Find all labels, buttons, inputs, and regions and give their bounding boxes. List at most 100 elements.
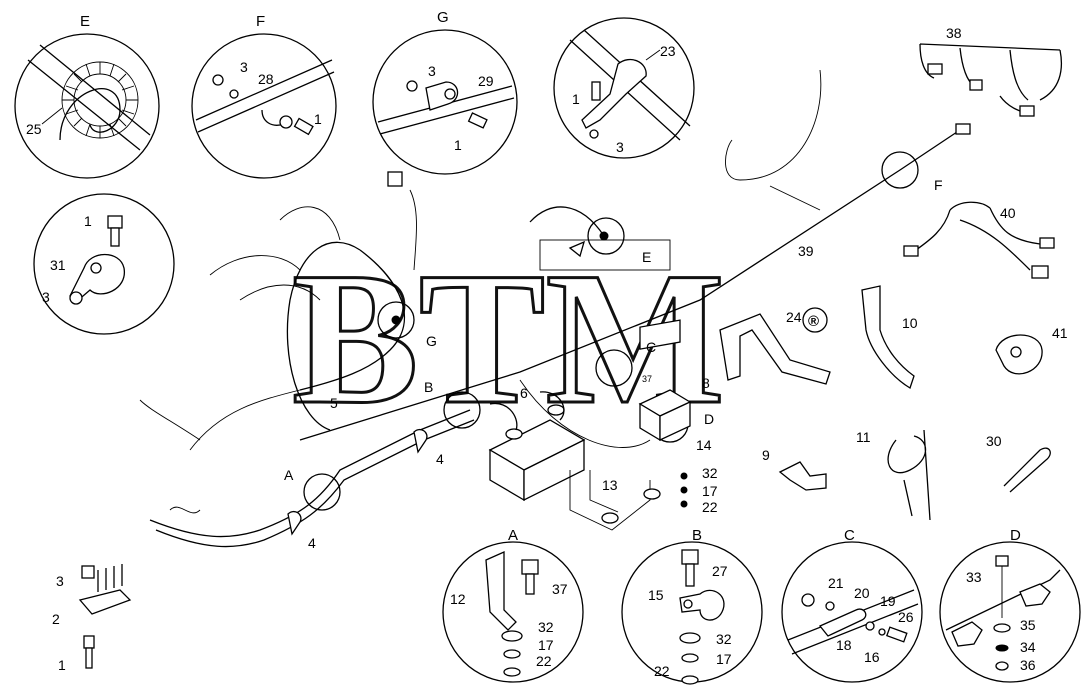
harness-end-connector — [955, 123, 971, 135]
detail-view-c: C 21 20 19 18 26 16 — [781, 527, 923, 683]
callout-16: 16 — [864, 649, 880, 665]
fuse-terminals — [97, 564, 123, 592]
locator-letter-c: C — [646, 339, 656, 355]
callout-33: 33 — [966, 569, 982, 585]
harness-sensor-connector — [387, 171, 403, 187]
detail-label-c: C — [844, 527, 855, 544]
locator-letter-a: A — [284, 467, 294, 483]
callout-40: 40 — [1000, 205, 1016, 221]
harness-left-bundle-2 — [299, 249, 406, 391]
locator-letter-g: G — [426, 333, 437, 349]
detail-a-bolt-shank — [525, 573, 535, 595]
callout-1-g: 1 — [454, 137, 462, 153]
detail-g-circle — [372, 29, 518, 175]
harness-left-wires-2 — [189, 206, 341, 451]
detail-label-g: G — [437, 9, 449, 26]
callout-14: 14 — [696, 437, 712, 453]
fuse-bracket-bolt-shank — [85, 647, 93, 669]
detail-view-a: A 12 37 32 17 22 — [442, 527, 584, 683]
callout-29: 29 — [478, 73, 494, 89]
part-9-shape — [778, 461, 827, 491]
callout-36: 36 — [1020, 657, 1036, 673]
callout-38: 38 — [946, 25, 962, 41]
detail-b-bolt-head — [681, 549, 699, 565]
locator-letter-d: D — [704, 411, 714, 427]
callout-3-i: 3 — [42, 289, 50, 305]
callout-8: 8 — [702, 375, 710, 391]
detail-d-circle — [939, 541, 1081, 683]
part-10-bracket: 10 — [861, 285, 918, 389]
detail-c-circle — [781, 541, 923, 683]
harness-tail — [169, 506, 201, 514]
callout-1-i: 1 — [84, 213, 92, 229]
detail-31-nut — [69, 291, 83, 305]
locator-letter-e: E — [642, 249, 651, 265]
callout-13: 13 — [602, 477, 618, 493]
detail-23-circle — [553, 17, 695, 159]
callout-27: 27 — [712, 563, 728, 579]
harness-left-wires — [139, 255, 321, 441]
detail-f-bolt — [293, 117, 314, 136]
part-30-u-clip: 30 — [986, 433, 1051, 493]
callout-24: 24 — [786, 309, 802, 325]
part-38-harness: 38 — [919, 25, 1063, 117]
detail-view-clamp-23: 23 1 3 — [553, 17, 695, 159]
relay-harness — [519, 379, 651, 448]
detail-label-a: A — [508, 527, 518, 544]
detail-d-bolt-head — [995, 555, 1009, 567]
callout-21: 21 — [828, 575, 844, 591]
detail-view-b: B 15 27 32 17 22 — [621, 527, 763, 685]
detail-23-clamp — [581, 59, 647, 129]
detail-c-bracket — [818, 608, 867, 637]
callout-1-h: 1 — [572, 91, 580, 107]
callout-11: 11 — [856, 429, 871, 445]
detail-23-nut — [589, 129, 599, 139]
detail-31-bolt-head — [107, 215, 123, 229]
harness-lower-run — [149, 409, 471, 538]
detail-f-washer — [229, 89, 239, 99]
fuse-bracket-bolt-head — [83, 635, 95, 649]
detail-b-clamp — [679, 589, 725, 621]
callout-32-main: 32 — [702, 465, 718, 481]
callout-4-lower: 4 — [308, 535, 316, 551]
harness-sensor-lead — [409, 189, 417, 271]
detail-e-grommet — [61, 61, 139, 139]
callout-22-b: 22 — [654, 663, 670, 679]
callout-22-a: 22 — [536, 653, 552, 669]
part-11-shape — [887, 429, 931, 521]
detail-label-f: F — [256, 13, 265, 30]
callout-19: 19 — [880, 593, 896, 609]
detail-label-e: E — [80, 13, 90, 30]
callout-17-b: 17 — [716, 651, 732, 667]
callout-37-main: 37 — [642, 374, 652, 384]
harness-branch-39 — [769, 185, 821, 211]
harness-e-branch — [529, 206, 605, 237]
locator-f — [881, 151, 919, 189]
callout-2: 2 — [52, 611, 60, 627]
callout-17-a: 17 — [538, 637, 554, 653]
callout-3-h: 3 — [616, 139, 624, 155]
locator-g — [377, 301, 415, 339]
detail-view-f: F 3 28 1 — [191, 13, 337, 179]
detail-d-relay-foot-left — [951, 621, 983, 647]
harness-trunk — [299, 129, 961, 441]
detail-b-bolt-shank — [685, 563, 695, 587]
callout-3-l: 3 — [56, 573, 64, 589]
callout-34: 34 — [1020, 639, 1036, 655]
locator-b — [443, 391, 481, 429]
detail-31-clamp — [69, 254, 125, 303]
detail-f-clip — [279, 115, 293, 129]
detail-view-d: D 33 35 34 36 — [939, 527, 1081, 683]
relay-box — [638, 319, 692, 442]
part-40-wires — [915, 201, 1041, 271]
registered-mark: ® — [808, 313, 819, 330]
harness-left-bundle-1 — [286, 241, 361, 431]
callout-5: 5 — [330, 395, 338, 411]
callout-32-b: 32 — [716, 631, 732, 647]
callout-28: 28 — [258, 71, 274, 87]
fuse-bracket-assembly: 3 2 1 — [52, 564, 132, 673]
part-30-shape — [1003, 447, 1051, 493]
detail-a-bolt-head — [521, 559, 539, 575]
part-11-spring-clip: 11 — [856, 429, 931, 521]
